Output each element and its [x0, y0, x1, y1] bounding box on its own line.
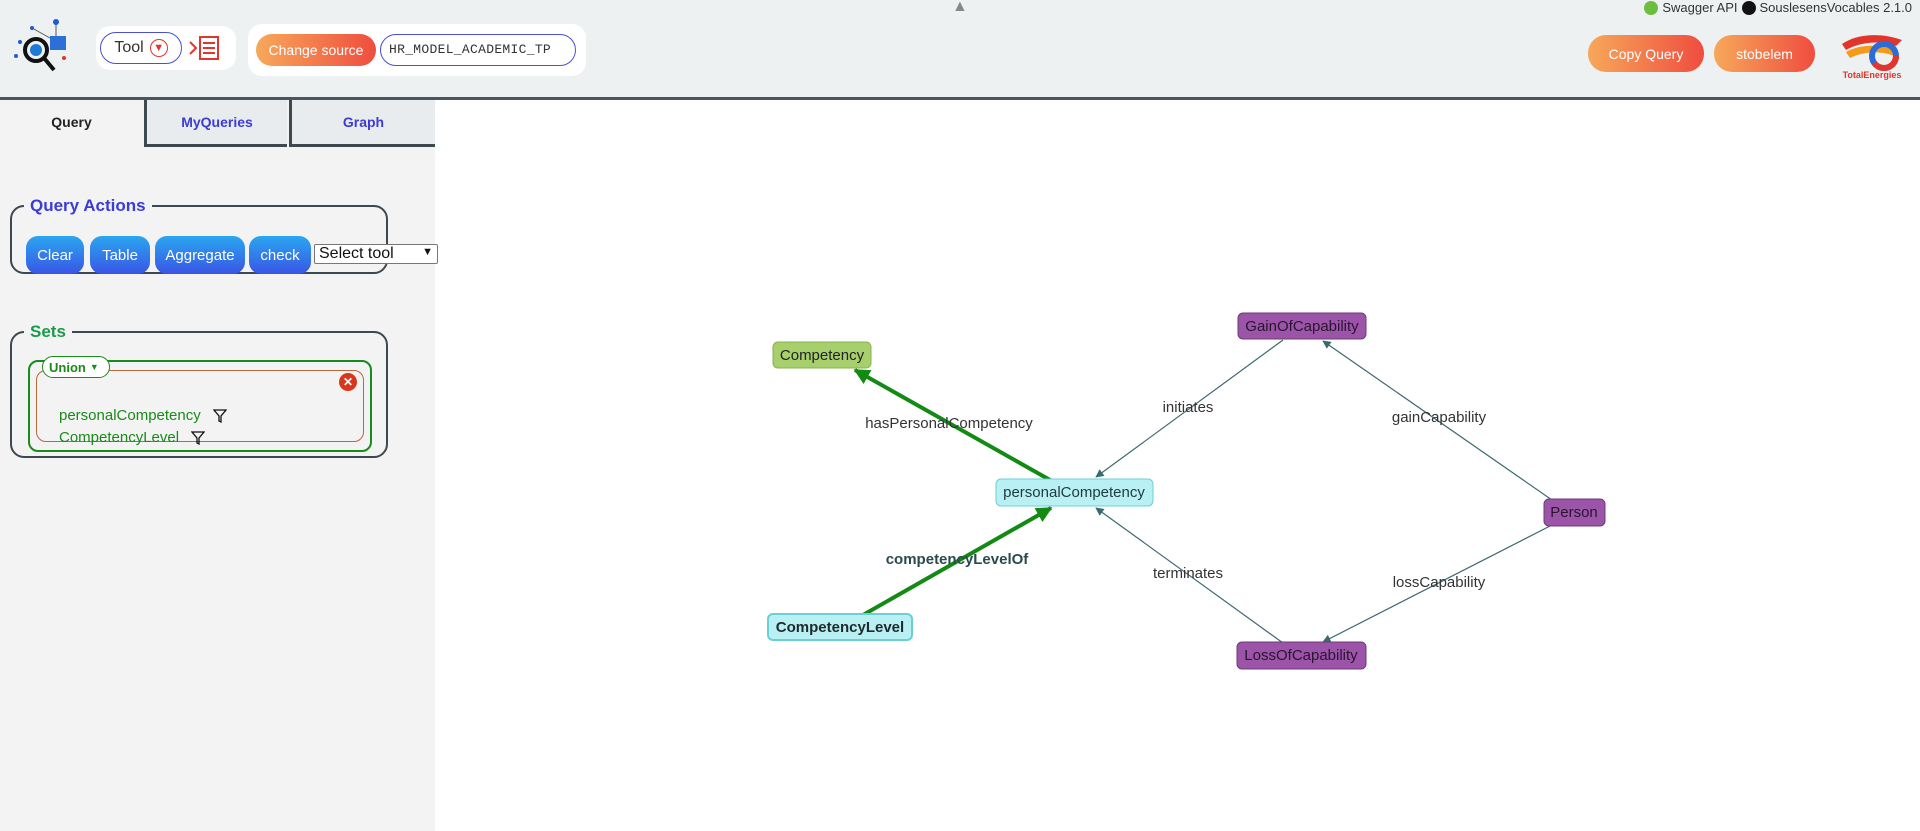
swagger-icon	[1644, 0, 1659, 15]
tab-bar: Query MyQueries Graph	[0, 100, 435, 147]
tool-select-value: Select tool	[319, 245, 394, 262]
sets-panel: Sets ✕ personalCompetency CompetencyLeve…	[10, 322, 388, 458]
aggregate-button[interactable]: Aggregate	[155, 236, 245, 274]
app-logo-icon[interactable]	[12, 18, 70, 74]
chevron-down-icon: ▼	[422, 246, 433, 258]
node-label: GainOfCapability	[1245, 318, 1359, 335]
set-item-label: CompetencyLevel	[59, 429, 180, 446]
node-personal-competency[interactable]: personalCompetency	[995, 478, 1154, 507]
node-label: CompetencyLevel	[776, 619, 904, 636]
graph-canvas[interactable]: hasPersonalCompetency initiates gainCapa…	[435, 100, 1920, 831]
close-icon[interactable]: ✕	[339, 373, 357, 391]
node-label: personalCompetency	[1003, 484, 1145, 501]
edge-gain-capability[interactable]	[1322, 340, 1553, 501]
edge-initiates[interactable]	[1095, 339, 1284, 478]
edge-label-initiates: initiates	[1163, 399, 1214, 416]
edge-loss-capability[interactable]	[1322, 524, 1553, 643]
edge-label-has-personal-competency: hasPersonalCompetency	[865, 415, 1033, 432]
set-operator-value: Union	[49, 359, 86, 375]
check-button[interactable]: check	[249, 236, 311, 274]
set-members-box: ✕ personalCompetency CompetencyLevel	[36, 370, 364, 446]
filter-icon[interactable]	[212, 408, 227, 423]
set-item[interactable]: CompetencyLevel	[59, 429, 206, 446]
node-label: Person	[1550, 504, 1598, 521]
chevron-down-icon: ▼	[89, 362, 99, 372]
edge-label-competency-level-of: competencyLevelOf	[886, 551, 1030, 568]
github-icon	[1741, 0, 1756, 15]
swagger-api-link[interactable]: Swagger API	[1662, 0, 1738, 15]
source-container: Change source HR_MODEL_ACADEMIC_TP	[248, 24, 586, 76]
query-actions-panel: Query Actions Clear Table Aggregate chec…	[10, 196, 438, 274]
left-panel: Query MyQueries Graph Query Actions Clea…	[0, 100, 438, 831]
node-label: LossOfCapability	[1244, 647, 1358, 664]
node-gain-of-capability[interactable]: GainOfCapability	[1237, 312, 1367, 340]
edge-terminates[interactable]	[1095, 507, 1284, 644]
top-header: Tool ▼ Change source HR_MODEL_ACADEMIC_T…	[0, 0, 1920, 100]
edge-label-loss-capability: lossCapability	[1393, 574, 1486, 591]
node-label: Competency	[780, 347, 865, 364]
tool-select[interactable]: Select tool ▼	[314, 244, 438, 264]
clear-button[interactable]: Clear	[26, 236, 84, 274]
node-competency-level[interactable]: CompetencyLevel	[767, 613, 913, 641]
source-input[interactable]: HR_MODEL_ACADEMIC_TP	[380, 34, 576, 66]
totalenergies-logo-icon	[1842, 35, 1902, 71]
tool-menu-button[interactable]: Tool ▼	[100, 32, 182, 64]
filter-icon[interactable]	[191, 430, 206, 445]
node-competency[interactable]: Competency	[772, 341, 872, 369]
tool-button-label: Tool	[114, 39, 144, 56]
user-button[interactable]: stobelem	[1714, 35, 1815, 72]
list-icon[interactable]	[188, 34, 222, 62]
change-source-button[interactable]: Change source	[256, 34, 376, 66]
tool-menu-container: Tool ▼	[96, 26, 236, 70]
edge-competency-level-of[interactable]	[862, 506, 1053, 617]
set-item-label: personalCompetency	[59, 407, 201, 424]
set-operator-select[interactable]: Union ▼	[42, 356, 110, 378]
brand-name: TotalEnergies	[1842, 70, 1902, 80]
edge-label-gain-capability: gainCapability	[1392, 409, 1487, 426]
graph-svg[interactable]: hasPersonalCompetency initiates gainCapa…	[435, 100, 1920, 831]
node-person[interactable]: Person	[1543, 498, 1606, 527]
node-loss-of-capability[interactable]: LossOfCapability	[1236, 641, 1367, 670]
edge-label-terminates: terminates	[1153, 565, 1223, 582]
tab-query[interactable]: Query	[0, 100, 143, 144]
chevron-down-icon: ▼	[149, 39, 168, 57]
tab-graph[interactable]: Graph	[289, 100, 435, 147]
table-button[interactable]: Table	[90, 236, 150, 274]
tab-myqueries[interactable]: MyQueries	[144, 100, 287, 147]
union-set-box: ✕ personalCompetency CompetencyLevel Uni…	[28, 356, 372, 452]
sets-title: Sets	[30, 322, 66, 341]
app-version-link[interactable]: SouslesensVocables 2.1.0	[1759, 0, 1913, 15]
copy-query-button[interactable]: Copy Query	[1588, 35, 1704, 72]
query-actions-title: Query Actions	[30, 196, 146, 215]
edge-has-personal-competency[interactable]	[853, 368, 1051, 482]
collapse-header-icon[interactable]: ▲	[952, 0, 968, 15]
top-links: Swagger API SouslesensVocables 2.1.0	[1644, 0, 1912, 15]
set-item[interactable]: personalCompetency	[59, 407, 227, 424]
